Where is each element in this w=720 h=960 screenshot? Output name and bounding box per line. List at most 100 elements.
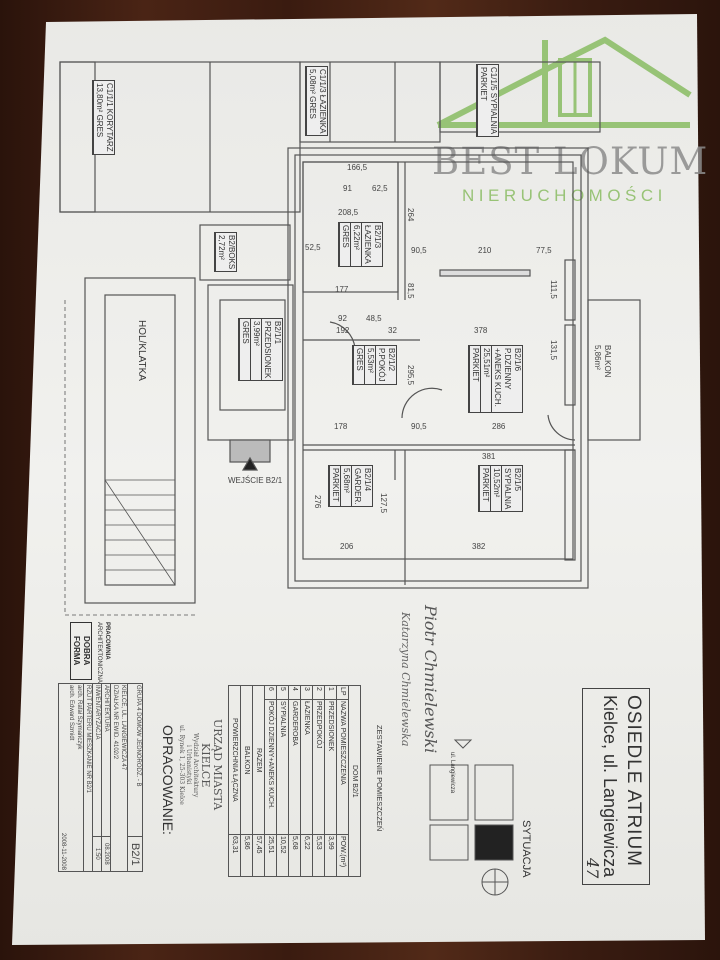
room-floor: GRES [339, 223, 350, 266]
room-area: 13,80m² GRES [93, 81, 104, 154]
dimension-label: 378 [474, 326, 488, 335]
project-title: OSIEDLE ATRIUM [623, 695, 644, 868]
dimension-label: 276 [313, 495, 322, 509]
entrance-label: WEJŚCIE B2/1 [228, 476, 283, 485]
room-floor: PARKIET [329, 466, 340, 507]
dimension-label: 48,5 [366, 314, 382, 323]
room-floor: GRES [239, 319, 250, 381]
stairs-outline [84, 277, 196, 604]
cell-area: 63,31 [228, 834, 241, 877]
project-code: B2/1 [128, 836, 142, 871]
cell-name: PRZEDPOKÓJ [312, 699, 325, 836]
project-address: Kielce, ul. Langiewicza [600, 695, 620, 878]
dimension-label: 177 [335, 285, 349, 294]
dimension-label: 295,5 [406, 365, 415, 386]
dimension-label: 166,5 [347, 163, 368, 172]
cell-lp: 4 [288, 684, 301, 701]
dimension-label: 382 [472, 542, 486, 551]
studio-name: PRACOWNIA [104, 622, 110, 660]
dimension-label: 32 [388, 326, 397, 335]
room-area: 5,68m² [340, 466, 351, 507]
cell-area: 5,86 [240, 834, 253, 877]
project-object: GRUPA 4 DOMÓW JEDNORODZ. - B [135, 685, 141, 787]
stamp-line: i Urbanistyki [185, 745, 192, 785]
room-name: C1/1/1 KORYTARZ [105, 83, 114, 152]
room-area: 5,08m² GRES [306, 67, 317, 136]
cell-area: 25,51 [264, 834, 277, 877]
dimension-label: 52,5 [305, 243, 321, 252]
cell-name: POKÓJ DZIENNY+ANEKS KUCH. [264, 699, 277, 836]
dimension-label: 81,5 [406, 283, 415, 299]
project-stage: INWENTARYZACJA [94, 685, 100, 740]
dimension-label: 178 [334, 422, 348, 431]
cell-area: 57,45 [252, 834, 265, 877]
cell-name: GARDEROBA [288, 699, 301, 836]
room-name: SYPIALNIA [501, 466, 512, 512]
room-floor: PARKIET [469, 346, 480, 412]
balcony-outline [587, 299, 641, 441]
stamp-line: Wydział Architektury [192, 732, 199, 798]
cell-name: BALKON [240, 684, 253, 836]
room-code: B2/1/3 [373, 225, 382, 249]
opracowanie-heading: OPRACOWANIE: [160, 725, 176, 835]
situation-label: SYTUACJA [520, 820, 532, 878]
logo-text: FORMA [72, 636, 81, 666]
room-area: 25,51m² [480, 346, 491, 412]
stamp-line: URZĄD MIASTA [211, 719, 224, 811]
cell-area: 10,52 [276, 834, 289, 877]
stamp-line: KIELCE [199, 742, 212, 788]
project-drawing: RZUT PARTERU MIESZKANIE NR B2/1 [83, 684, 92, 871]
cell-lp: 2 [312, 684, 325, 701]
room-area: 6,22m² [350, 223, 361, 266]
dimension-label: 127,5 [379, 493, 388, 514]
room-code: B2/1/2 [387, 348, 396, 372]
dimension-label: 131,5 [549, 340, 558, 361]
room-code: B2/1/5 [513, 468, 522, 492]
room-area: 3,99m² [250, 319, 261, 381]
project-author: arch. Rafał Szymańczyk [76, 685, 82, 750]
room-area: 5,53m² [364, 346, 375, 384]
project-sign-date: 2008-11-2008 [60, 833, 66, 870]
handwritten-name-1: Piotr Chmielewski [421, 605, 440, 754]
street-label: ul. Langiewicza [449, 752, 455, 794]
room-floor: GRES [353, 346, 364, 384]
balcony-area: 5,86m² [593, 345, 602, 370]
cell-name: PRZEDSIONEK [324, 699, 337, 836]
cell-area: 3,99 [324, 834, 337, 877]
header-lp: LP [336, 684, 349, 701]
project-scale: 1:50 [93, 836, 101, 871]
dimension-label: 92 [338, 314, 347, 323]
room-name: PRZEDSIONEK [261, 319, 272, 381]
balcony-label-group: BALKON 5,86m² [592, 345, 612, 377]
dimension-label: 208,5 [338, 208, 359, 217]
room-area: 10,52m² [490, 466, 501, 512]
dimension-label: 381 [482, 452, 496, 461]
dimension-label: 206 [340, 542, 354, 551]
logo-text: DOBRA [82, 636, 91, 666]
room-code: B2/BOKS [227, 235, 236, 270]
room-name: ŁAZIENKA [361, 223, 372, 266]
cell-lp: 5 [276, 684, 289, 701]
room-name: P.POKÓJ [375, 346, 386, 384]
dimension-label: 264 [406, 208, 415, 222]
cell-area: 6,22 [300, 834, 313, 877]
room-name: GARDER. [351, 466, 362, 507]
cell-lp: 3 [300, 684, 313, 701]
cell-name: POWIERZCHNIA ŁĄCZNA [228, 684, 241, 836]
stairs-label: HOL/KLATKA [136, 320, 147, 381]
